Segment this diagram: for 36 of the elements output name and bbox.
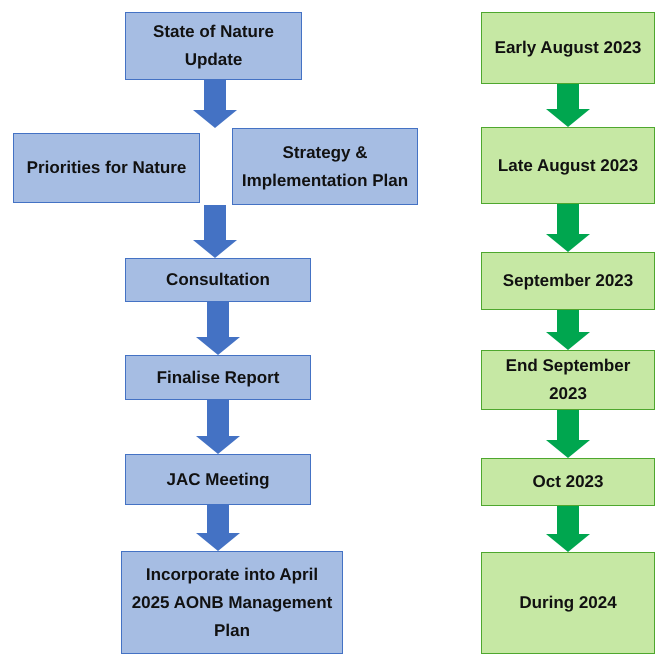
box-label: Strategy & Implementation Plan: [240, 142, 410, 192]
arrow: [546, 506, 590, 552]
process-box: [481, 350, 655, 410]
arrow: [196, 505, 240, 551]
box-label: JAC Meeting: [166, 468, 270, 491]
process-box: [125, 12, 302, 80]
process-box: [481, 12, 655, 84]
arrow: [546, 310, 590, 350]
box-label: End September 2023: [504, 355, 632, 405]
process-box: [481, 458, 655, 506]
box-label: Priorities for Nature: [26, 157, 186, 179]
box-label: State of Nature Update: [152, 21, 275, 71]
process-box: [481, 552, 655, 654]
box-label: Finalise Report: [156, 366, 280, 388]
process-box: [121, 551, 343, 654]
process-box: [125, 454, 311, 505]
arrow: [546, 410, 590, 458]
process-box: [481, 127, 655, 204]
box-label: Incorporate into April 2025 AONB Management Plan: [130, 564, 334, 642]
arrow: [546, 84, 590, 127]
process-box: [481, 252, 655, 310]
process-box: [125, 258, 311, 302]
box-label: Late August 2023: [498, 154, 638, 177]
arrow: [196, 400, 240, 454]
process-box: [13, 133, 200, 203]
box-label: Oct 2023: [532, 471, 604, 493]
box-label: Consultation: [166, 269, 270, 291]
box-label: September 2023: [502, 270, 634, 292]
arrow: [193, 205, 237, 258]
box-label: During 2024: [519, 592, 617, 614]
box-label: Early August 2023: [494, 37, 642, 59]
arrow: [193, 80, 237, 128]
arrow: [546, 204, 590, 252]
arrow: [196, 302, 240, 355]
process-box: [232, 128, 418, 205]
process-box: [125, 355, 311, 400]
